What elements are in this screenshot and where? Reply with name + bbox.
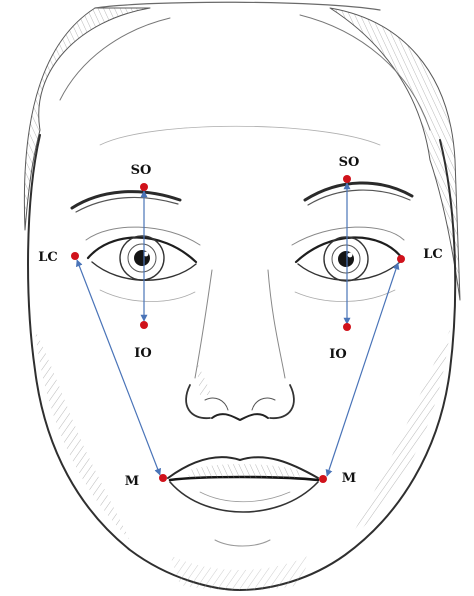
label-so-right: SO [339, 155, 360, 170]
point-io-right [343, 323, 351, 331]
landmark-labels: SO IO SO IO LC LC M M [32, 155, 449, 490]
label-m-left: M [125, 474, 139, 489]
arrow-lc-m-right [327, 263, 398, 476]
arrow-lc-m-left [77, 260, 160, 475]
mouth [168, 457, 318, 512]
label-so-left: SO [131, 163, 152, 178]
point-lc-left [71, 252, 79, 260]
right-eyebrow [305, 183, 412, 200]
point-so-right [343, 175, 351, 183]
point-lc-right [397, 255, 405, 263]
label-lc-right: LC [423, 247, 443, 262]
point-io-left [140, 321, 148, 329]
hair-left [24, 8, 150, 230]
point-so-left [140, 183, 148, 191]
right-eye [292, 227, 404, 281]
landmark-points [71, 175, 405, 483]
face-outline [28, 135, 455, 590]
point-m-right [319, 475, 327, 483]
nose [186, 270, 294, 420]
face-sketch [24, 2, 460, 590]
left-eye [86, 227, 200, 280]
label-io-right: IO [329, 347, 346, 362]
label-lc-left: LC [38, 250, 58, 265]
point-m-left [159, 474, 167, 482]
label-io-left: IO [134, 346, 151, 361]
label-m-right: M [342, 471, 356, 486]
